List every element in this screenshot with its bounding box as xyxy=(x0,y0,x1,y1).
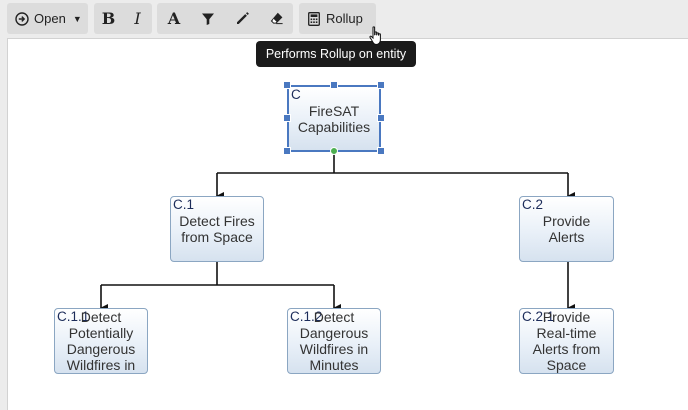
connection-handle[interactable] xyxy=(330,147,338,155)
font-size-icon[interactable]: A xyxy=(167,9,181,28)
resize-handle[interactable] xyxy=(283,81,291,89)
node-label: Detect Fires from Space xyxy=(179,213,255,245)
node-id: C.1.2 xyxy=(290,309,323,324)
node-id: C.2 xyxy=(522,197,544,212)
node-id: C.1 xyxy=(173,197,195,212)
node-c21[interactable]: C.2.1 Provide Real-time Alerts from Spac… xyxy=(519,308,614,374)
node-id: C.2.1 xyxy=(522,309,555,324)
node-root[interactable]: C FireSAT Capabilities xyxy=(287,85,381,152)
rollup-button-label: Rollup xyxy=(326,11,363,26)
resize-handle[interactable] xyxy=(283,114,291,122)
eraser-icon[interactable] xyxy=(259,3,293,34)
hand-cursor-icon xyxy=(368,26,386,53)
rollup-button[interactable]: Rollup xyxy=(299,3,373,34)
resize-handle[interactable] xyxy=(330,81,338,89)
node-label: Detect Dangerous Wildfires in Minutes xyxy=(299,309,369,373)
node-label: FireSAT Capabilities xyxy=(297,103,371,135)
connector-lines xyxy=(100,152,575,312)
rollup-tooltip: Performs Rollup on entity xyxy=(256,41,416,67)
rollup-group: Rollup xyxy=(299,3,376,34)
pencil-icon[interactable] xyxy=(225,3,259,34)
filter-icon[interactable] xyxy=(191,3,225,34)
bold-icon[interactable]: B xyxy=(101,9,116,28)
toolbar: Open ▼ B I A Rollup xyxy=(0,0,688,38)
node-c1[interactable]: C.1 Detect Fires from Space xyxy=(170,196,264,262)
node-c12[interactable]: C.1.2 Detect Dangerous Wildfires in Minu… xyxy=(287,308,381,374)
resize-handle[interactable] xyxy=(377,81,385,89)
format-group: B I xyxy=(94,3,152,34)
calculator-icon xyxy=(308,11,320,26)
resize-handle[interactable] xyxy=(283,147,291,155)
node-id: C xyxy=(291,87,301,102)
italic-icon[interactable]: I xyxy=(134,9,141,28)
caret-down-icon: ▼ xyxy=(72,13,82,24)
resize-handle[interactable] xyxy=(377,147,385,155)
node-c11[interactable]: C.1.1 Detect Potentially Dangerous Wildf… xyxy=(54,308,148,374)
node-id: C.1.1 xyxy=(57,309,90,324)
node-label: Provide Real-time Alerts from Space xyxy=(532,309,601,373)
resize-handle[interactable] xyxy=(377,114,385,122)
node-c2[interactable]: C.2 Provide Alerts xyxy=(519,196,614,262)
node-label: Provide Alerts xyxy=(542,213,591,245)
diagram-canvas[interactable]: C FireSAT Capabilities C.1 Detect Fires … xyxy=(7,38,688,410)
node-label: Detect Potentially Dangerous Wildfires i… xyxy=(66,309,136,373)
open-circle-arrow-icon xyxy=(15,11,29,26)
style-group: A xyxy=(157,3,293,34)
open-group: Open ▼ xyxy=(7,3,88,34)
open-button[interactable]: Open ▼ xyxy=(7,3,90,34)
open-button-label: Open xyxy=(34,11,66,26)
